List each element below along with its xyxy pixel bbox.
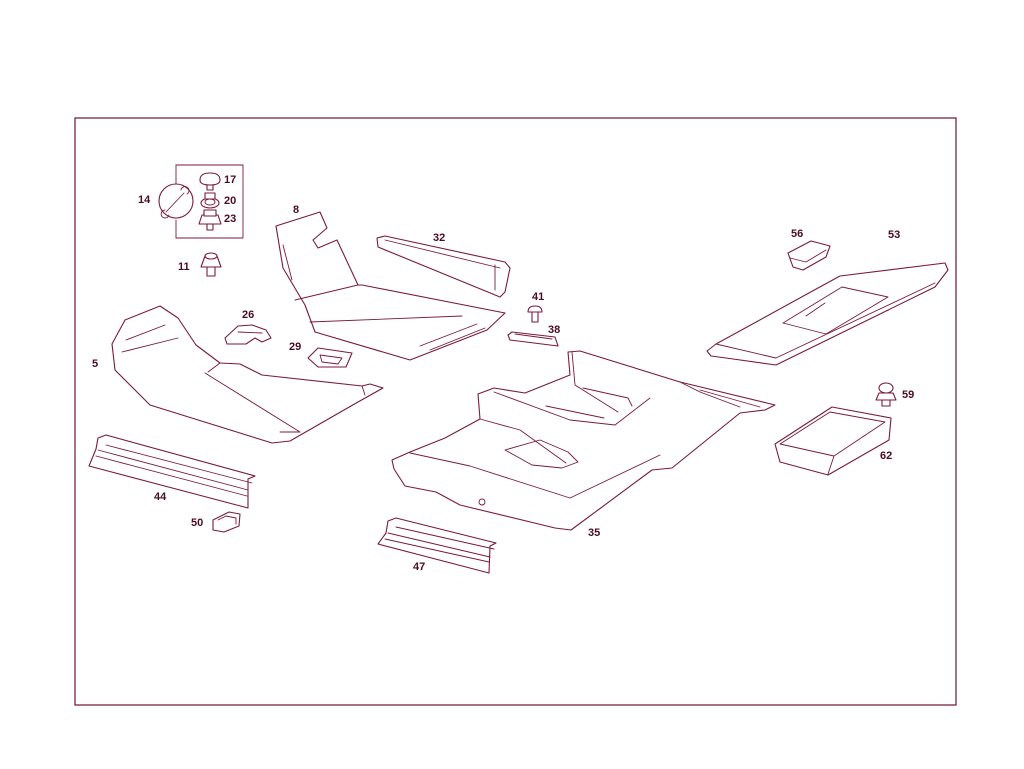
part-38-strip (507, 331, 559, 347)
callout-38: 38 (548, 324, 560, 336)
part-29-pad (307, 347, 353, 368)
part-50-clip (212, 511, 241, 533)
diagram-frame (74, 117, 957, 706)
callout-17: 17 (224, 174, 236, 186)
callout-50: 50 (191, 517, 203, 529)
callout-47: 47 (413, 561, 425, 573)
part-59-clip (875, 382, 897, 407)
part-47-sill (377, 517, 497, 574)
callout-35: 35 (588, 527, 600, 539)
callout-14: 14 (138, 194, 151, 206)
part-8-front-carpet (275, 211, 506, 361)
part-56-holder (787, 240, 831, 271)
part-5-left-carpet (111, 305, 384, 444)
part-26-heel-pad (224, 324, 272, 345)
callout-41: 41 (532, 291, 544, 303)
callout-20: 20 (224, 195, 236, 207)
callout-44: 44 (154, 491, 167, 503)
callout-56: 56 (791, 228, 803, 240)
part-62-tray (774, 406, 892, 476)
callout-62: 62 (880, 450, 892, 462)
callout-23: 23 (224, 213, 236, 225)
callout-59: 59 (902, 389, 914, 401)
callout-5: 5 (92, 358, 98, 370)
callout-11: 11 (178, 261, 190, 273)
part-44-sill (88, 434, 256, 509)
callout-32: 32 (433, 232, 445, 244)
callout-26: 26 (242, 309, 254, 321)
callout-8: 8 (293, 204, 299, 216)
part-41-clip (527, 305, 543, 323)
callout-53: 53 (888, 229, 900, 241)
part-53-rear-shelf (706, 262, 949, 366)
clip-inset-group (158, 164, 244, 239)
callout-29: 29 (289, 341, 301, 353)
part-32-tunnel-panel (376, 235, 511, 298)
part-35-main-carpet (391, 350, 776, 531)
part-11-grommet (200, 252, 222, 277)
